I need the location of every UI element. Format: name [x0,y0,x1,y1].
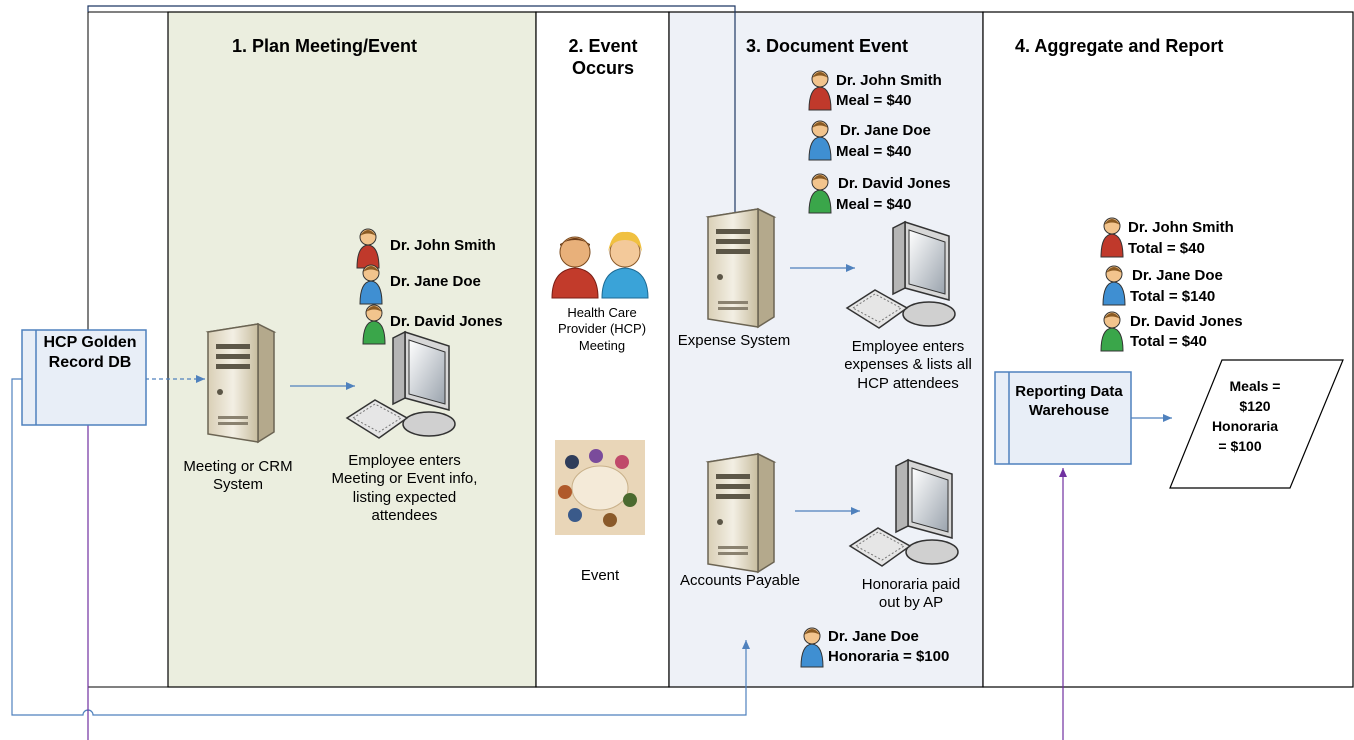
lane-report-bg [982,11,1354,688]
meal-person-1-detail: Meal = $40 [836,92,912,109]
meal-person-green-icon [808,173,832,214]
meal-person-3-name: Dr. David Jones [838,175,951,192]
meal-person-2-name: Dr. Jane Doe [840,122,931,139]
plan-person-red-icon [356,228,380,269]
total-person-red-icon [1100,217,1124,258]
total-person-green-icon [1100,311,1124,352]
ap-server-icon [707,453,775,573]
event-caption: Event [580,567,620,584]
expense-server-icon [707,208,775,328]
plan-employee-caption: Employee enters Meeting or Event info, l… [331,452,478,524]
connector-top-to-expense [87,5,739,225]
meal-person-blue-icon [808,120,832,161]
plan-attendee-2: Dr. Jane Doe [390,273,481,290]
lane-title-document: 3. Document Event [746,36,909,56]
meal-person-3-detail: Meal = $40 [836,196,912,213]
warehouse-box [994,371,1132,465]
connector-db-to-ap [11,378,750,716]
summary-line-1: Meals = [1229,378,1281,394]
total-person-3-name: Dr. David Jones [1130,313,1243,330]
hcp-meeting-caption: Health Care Provider (HCP) Meeting [557,305,647,353]
total-person-3-detail: Total = $40 [1130,333,1207,350]
plan-person-green-icon [362,304,386,345]
summary-line-4: = $100 [1218,438,1262,454]
event-photo [555,440,645,535]
plan-attendee-3: Dr. David Jones [390,313,503,330]
lane-title-occurs: 2. Event Occurs [568,36,638,78]
warehouse-label: Reporting Data Warehouse [1015,383,1123,419]
honoraria-person-blue-icon [800,627,824,668]
summary-line-2: $120 [1239,398,1271,414]
summary-parallelogram [1169,359,1344,489]
honoraria-person-detail: Honoraria = $100 [828,648,950,665]
meal-person-1-name: Dr. John Smith [836,72,942,89]
crm-server-icon [207,323,275,443]
meal-person-2-detail: Meal = $40 [836,143,912,160]
meal-person-red-icon [808,70,832,111]
total-person-2-name: Dr. Jane Doe [1132,267,1223,284]
lane-occurs-bg [535,11,670,688]
hcp-db-box [21,329,147,426]
total-person-1-name: Dr. John Smith [1128,219,1234,236]
crm-system-caption: Meeting or CRM System [183,458,293,494]
hcp-db-label: HCP Golden Record DB [43,334,137,371]
lane-title-report: 4. Aggregate and Report [1015,36,1224,56]
plan-person-blue-icon [359,264,383,305]
honoraria-person-name: Dr. Jane Doe [828,628,919,645]
total-person-1-detail: Total = $40 [1128,240,1205,257]
expense-system-caption: Expense System [677,332,791,349]
ap-caption: Accounts Payable [679,572,801,589]
plan-attendee-1: Dr. John Smith [390,237,496,254]
ap-employee-caption: Honoraria paid out by AP [861,576,961,612]
expense-employee-caption: Employee enters expenses & lists all HCP… [844,338,972,392]
total-person-blue-icon [1102,265,1126,306]
hcp-meeting-icon [551,231,649,299]
summary-line-3: Honoraria [1211,418,1279,434]
total-person-2-detail: Total = $140 [1130,288,1216,305]
lane-title-plan: 1. Plan Meeting/Event [232,36,418,56]
